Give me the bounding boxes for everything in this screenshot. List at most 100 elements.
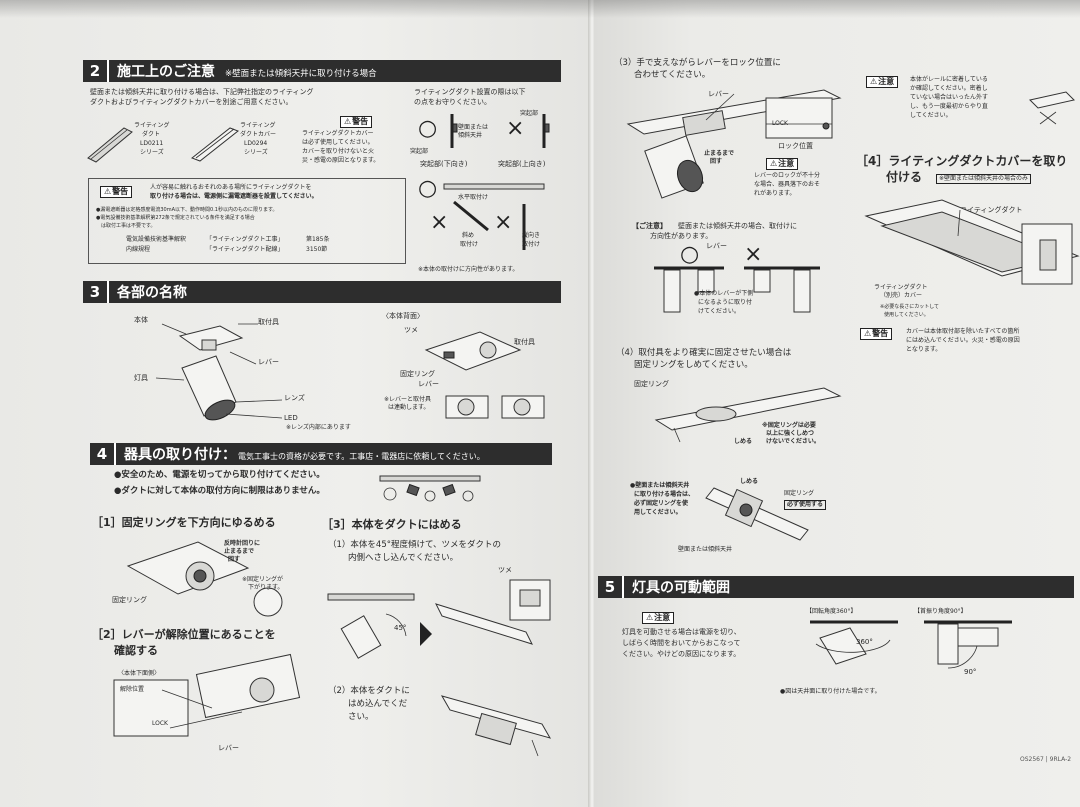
swing-angle-label: 【首振り角度90°】 [914, 608, 967, 615]
s5-caution-1: 灯具を可動させる場合は電源を切り、 [622, 628, 741, 636]
cover-warn-2: にはめ込んでください。火災・感電の原因 [906, 337, 1020, 344]
section-number: 3 [83, 281, 109, 303]
cover-label-1: ライティング [240, 122, 276, 129]
warn-text-2: は必ず使用してください。 [302, 139, 374, 146]
s5-caution-3: ください。やけどの原因になります。 [622, 650, 741, 658]
swing-value: 90° [964, 668, 977, 676]
step-4-4-note: ※壁面または傾斜天井の場合のみ [936, 174, 1032, 184]
section-number: 4 [90, 443, 116, 465]
top-caution-5: してください。 [910, 112, 952, 119]
rotation-angle-label: 【回転角度360°】 [806, 608, 857, 615]
label-claw: ツメ [404, 326, 418, 334]
step-4-4-title: ［4］ライティングダクトカバーを取り [856, 154, 1068, 168]
step-1-ring-label: 固定リング [112, 596, 147, 604]
cover-label-4: シリーズ [244, 149, 268, 156]
horizontal-duct-illustration [443, 183, 545, 190]
duct-illustration [87, 127, 133, 163]
label-ring: 固定リング [400, 370, 435, 378]
big-warn-bullet-2: ●電気設備技術基準解釈第272条で規定されている条件を満足する場合 [96, 215, 255, 221]
lock-position-label: ロック位置 [778, 142, 813, 150]
note-lever-label: レバー [706, 242, 727, 250]
wall-note-1: ●壁面または傾斜天井 [630, 482, 690, 489]
leakage-warning-box [88, 178, 406, 264]
step-2-title-1: ［2］レバーが解除位置にあることを [92, 628, 276, 641]
step-1-illustration [126, 541, 283, 617]
s4-bullet-1: ●安全のため、電源を切ってから取り付けてください。 [114, 470, 325, 480]
step-1-note-2: 下がります。 [248, 584, 284, 591]
book-gutter [588, 0, 596, 807]
step-3-1-line-1: （1）本体を45°程度傾けて、ツメをダクトの [328, 540, 502, 550]
turn-note-2: 回す [710, 158, 723, 165]
lock-position-illustration [765, 97, 833, 139]
note-ng-mark: × [744, 242, 763, 267]
label-mount-back: 取付具 [514, 338, 535, 346]
section-title: 施工上のご注意 [117, 64, 215, 80]
big-warn-text-1: 人が容易に触れるおそれのある場所にライティングダクトを [150, 184, 312, 191]
s2-footnote: ※本体の取付けに方向性があります。 [418, 266, 519, 273]
step-2-illustration [113, 653, 301, 737]
protrusion-label-top: 突起部 [520, 110, 539, 117]
caution-text-2: な場合、器具落下のおそ [754, 181, 821, 188]
diagonal-duct-illustration [453, 200, 489, 232]
step-1-bubble-1: 反時計回りに [224, 540, 261, 547]
s2-right-intro-2: の点をお守りください。 [414, 98, 491, 106]
top-caution-illustration [1029, 91, 1075, 125]
vertical-duct-illustration [522, 204, 526, 250]
duct-label-4: シリーズ [140, 149, 164, 156]
vertical-label-1: 縦向き [522, 232, 541, 239]
step-2-lever-label: レバー [218, 744, 239, 752]
rotation-value: 360° [856, 638, 873, 646]
protrusion-illustration [450, 114, 550, 148]
step-2-title-2: 確認する [114, 644, 158, 657]
step-1-title: ［1］固定リングを下方向にゆるめる [92, 516, 276, 529]
standard-2-name: 内線規程 [126, 246, 151, 253]
duct-label-3: LD0211 [140, 140, 164, 147]
step-3-claw-label: ツメ [498, 566, 512, 574]
swing-illustration [924, 620, 1012, 669]
big-warn-bullet-3: は取付工事は不要です。 [96, 223, 156, 229]
standard-1-ref: 第185条 [306, 236, 330, 243]
rotation-illustration [810, 620, 898, 665]
warning-badge: 警告 [340, 116, 373, 128]
section-3-header: 3 各部の名称 [83, 281, 561, 303]
duct-label-right: ライティングダクト [960, 206, 1023, 214]
wall-note-3: 必ず固定リングを使 [634, 500, 689, 507]
step-3-title: ［3］本体をダクトにはめる [322, 518, 462, 531]
step-2-view-label: 〈本体下面側〉 [118, 670, 161, 677]
right-page: （3）手で支えながらレバーをロック位置に 合わせてください。 レバー 止まるまで… [594, 0, 1080, 807]
ring-tighten-illustration [654, 387, 842, 443]
label-mount: 取付具 [258, 318, 279, 326]
step-1-note-1: ※固定リングが [242, 576, 284, 583]
label-lens: レンズ [284, 394, 305, 402]
step-3-2-line-1: （2）本体をダクトに [328, 686, 410, 696]
horizontal-label: 水平取付け [458, 194, 489, 201]
s2-right-intro-1: ライティングダクト設置の際は以下 [414, 88, 526, 96]
lock-label-small: LOCK [152, 720, 168, 727]
vertical-label-2: 取付け [522, 241, 541, 248]
ng-mark-3: × [494, 210, 513, 235]
ring-note-1: ※固定リングは必要 [762, 422, 816, 429]
note-text-1: 壁面または傾斜天井の場合、取付けに [678, 222, 797, 230]
s2-intro-line-2: ダクトおよびライティングダクトカバーを別途ご用意ください。 [90, 98, 293, 106]
standard-2-ref: 3150節 [306, 246, 328, 253]
tighten-label-2: しめる [740, 478, 759, 485]
note-down-1: ●本体のレバーが下側 [694, 290, 754, 297]
lock-label: LOCK [772, 120, 788, 127]
protrusion-up-label: 突起部(上向き) [498, 160, 546, 168]
cover-label-3: LD0294 [244, 140, 268, 147]
s5-figure-note: ●図は天井面に取り付けた場合です。 [780, 688, 881, 695]
label-body: 本体 [134, 316, 148, 324]
warn-text-1: ライティングダクトカバー [302, 130, 374, 137]
ring-note-2: 以上に強くしめつ [766, 430, 815, 437]
cover-warning-badge: 警告 [860, 328, 893, 340]
wall-label-1: 壁面または [458, 124, 489, 131]
step-1-bubble-3: 回す [228, 556, 241, 563]
big-warn-bullet-1: ●漏電遮断器は定格感度電流30mA以下、動作時間0.1秒以内のものに限ります。 [96, 207, 278, 213]
duct-label-1: ライティング [134, 122, 170, 129]
section-title: 器具の取り付け： [124, 447, 236, 463]
section-title: 各部の名称 [117, 285, 187, 301]
